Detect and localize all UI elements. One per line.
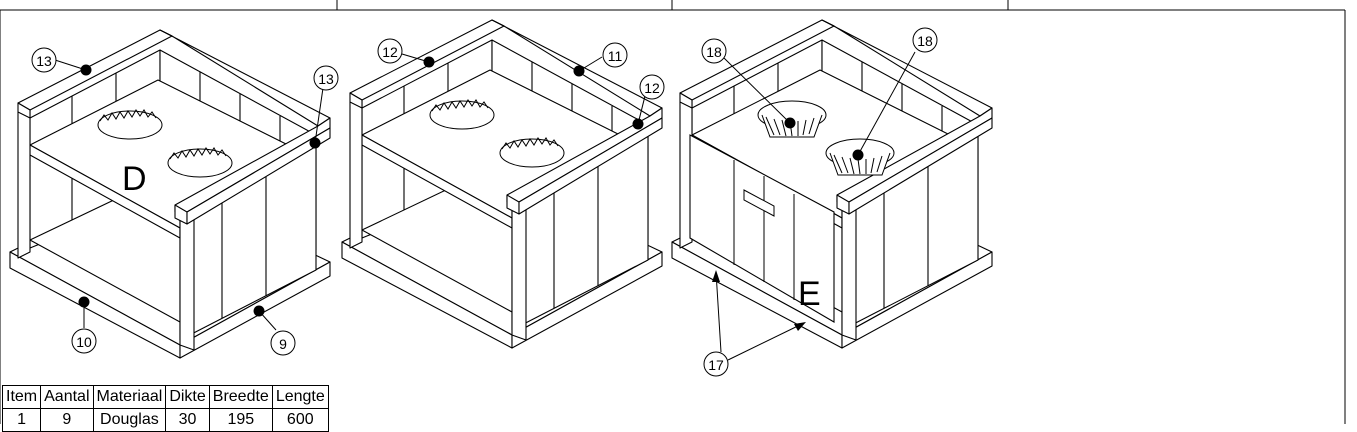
table-cell: 30	[165, 408, 210, 432]
column-header: Lengte	[271, 385, 329, 409]
callout-label: 12	[382, 44, 398, 60]
callout-circle	[703, 351, 729, 377]
callout-label: 18	[706, 44, 722, 60]
callout-label: 12	[644, 80, 660, 96]
callout-circle	[602, 42, 628, 68]
leader-dots	[78, 56, 864, 331]
table-row: 1 9 Douglas 30 195 600	[1, 408, 329, 432]
view-label-d: D	[122, 160, 147, 198]
callout-circle	[270, 330, 296, 356]
callout-circle	[639, 74, 665, 100]
column-header: Materiaal	[92, 385, 167, 409]
view-3-box	[671, 19, 993, 349]
table-cell: 9	[40, 408, 94, 432]
callout-circle	[377, 38, 403, 64]
view-1-box	[9, 29, 331, 359]
view-2-box	[341, 19, 663, 349]
callout-circle	[912, 27, 938, 53]
callout-label: 10	[76, 334, 92, 350]
table-cell: 600	[271, 408, 329, 432]
column-header: Item	[1, 385, 42, 409]
callout-circle	[31, 47, 57, 73]
callout-circle	[313, 65, 339, 91]
bill-of-materials-table: Item Aantal Materiaal Dikte Breedte Leng…	[1, 385, 329, 432]
callout-label: 17	[708, 357, 724, 373]
callout-label: 13	[318, 71, 334, 87]
callout-label: 13	[36, 53, 52, 69]
column-header: Aantal	[40, 385, 94, 409]
table-cell: Douglas	[92, 408, 167, 432]
callout-label: 9	[279, 336, 287, 352]
column-header: Breedte	[208, 385, 273, 409]
callout-circle	[71, 328, 97, 354]
view-label-e: E	[798, 275, 821, 313]
table-cell: 195	[208, 408, 273, 432]
callout-label: 11	[608, 48, 623, 64]
callout-label: 18	[917, 33, 933, 49]
callout-circle	[701, 38, 727, 64]
table-header-row: Item Aantal Materiaal Dikte Breedte Leng…	[1, 385, 329, 409]
column-header: Dikte	[165, 385, 210, 409]
title-block-lines	[0, 0, 1346, 424]
table-cell: 1	[1, 408, 42, 432]
